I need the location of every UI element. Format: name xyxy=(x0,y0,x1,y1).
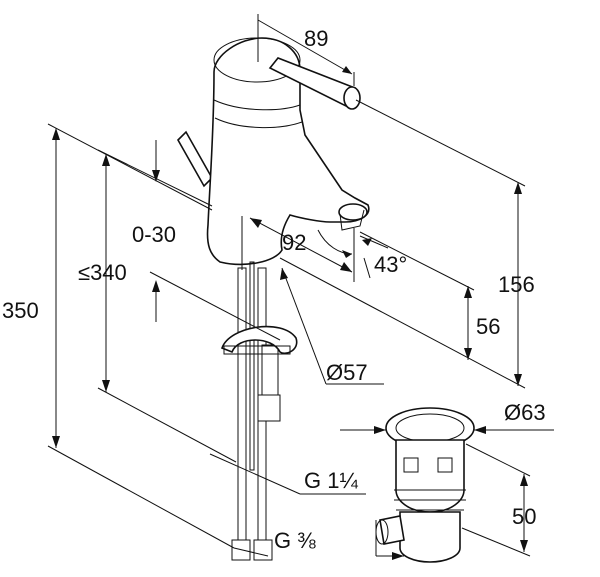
arrow-030-down xyxy=(152,170,160,182)
dim-340-ext-bottom xyxy=(97,387,237,463)
arrow-50-top xyxy=(520,474,528,486)
connector-right xyxy=(253,539,273,561)
nut-block xyxy=(257,394,281,422)
arrow-g114-drain xyxy=(392,552,404,560)
spout-tip xyxy=(338,203,368,221)
arrow-43-a xyxy=(342,250,352,258)
arrow-030-up xyxy=(152,280,160,292)
drain-window-1 xyxy=(403,457,419,473)
arrow-56-bottom xyxy=(464,348,472,360)
arrow-43-b xyxy=(362,238,372,246)
label-340: ≤340 xyxy=(78,260,127,285)
arrow-57 xyxy=(280,268,288,280)
fixing-plate xyxy=(223,345,291,355)
drain-window-2 xyxy=(437,457,453,473)
label-43: 43° xyxy=(374,252,407,277)
body-band-2 xyxy=(214,117,303,129)
label-030: 0-30 xyxy=(132,222,176,247)
arrow-89-right xyxy=(342,66,352,74)
arrow-156-bottom xyxy=(514,374,522,386)
drain-tail xyxy=(399,511,461,563)
aerator xyxy=(339,209,365,231)
drain-waste xyxy=(375,407,475,563)
dim-92-line xyxy=(249,217,353,273)
dim-50-ext-top xyxy=(465,443,531,477)
label-63: Ø63 xyxy=(504,400,546,425)
top-cap xyxy=(213,37,301,83)
arrow-92-left xyxy=(250,218,262,228)
arrow-92-right xyxy=(340,262,352,272)
dim-57-leader xyxy=(281,267,327,385)
hose-left xyxy=(237,267,247,541)
label-g38: G ⅜ xyxy=(274,528,316,553)
dim-350-ext-top xyxy=(47,123,213,211)
arrow-350-top xyxy=(52,128,60,140)
g38-leader xyxy=(233,547,269,557)
dim-50-ext-bottom xyxy=(461,527,531,557)
dim-350-ext-bottom xyxy=(47,445,235,549)
label-89: 89 xyxy=(304,26,328,51)
arrow-156-top xyxy=(514,182,522,194)
faucet xyxy=(177,37,370,266)
body-band-1 xyxy=(213,99,301,111)
dim-43-leg2 xyxy=(363,257,371,279)
valve-block xyxy=(261,344,279,396)
faucet-body xyxy=(206,37,370,266)
arrow-340-top xyxy=(102,154,110,166)
drain-body xyxy=(395,439,465,513)
dim-56-ext xyxy=(359,231,475,291)
dim-89-line xyxy=(257,19,353,75)
arrow-340-bottom xyxy=(102,380,110,392)
label-57: Ø57 xyxy=(326,360,368,385)
base-line xyxy=(279,257,526,389)
hoses xyxy=(220,261,298,561)
label-156: 156 xyxy=(498,272,535,297)
arrow-63-right xyxy=(474,426,486,434)
arrow-63-left xyxy=(374,426,386,434)
dim-030-ext xyxy=(149,271,281,341)
label-56: 56 xyxy=(476,314,500,339)
dimension-labels: 89 156 56 350 ≤340 0-30 92 43° Ø57 Ø63 5… xyxy=(2,26,546,553)
shank xyxy=(249,261,255,471)
lever-stub xyxy=(177,130,213,188)
dim-156-ext-top xyxy=(355,99,526,187)
lever-tip xyxy=(343,86,361,110)
arrow-350-bottom xyxy=(52,436,60,448)
arrow-56-top xyxy=(464,286,472,298)
drain-thread xyxy=(394,489,466,511)
dim-43-leg xyxy=(359,235,389,249)
label-350: 350 xyxy=(2,298,39,323)
fixing-bracket xyxy=(220,325,298,354)
label-g114: G 1¼ xyxy=(304,468,358,493)
arrowheads xyxy=(52,66,528,560)
arrow-50-bottom xyxy=(520,540,528,552)
dim-43-arc xyxy=(317,229,353,255)
g114-leader xyxy=(209,453,301,495)
dimension-lines xyxy=(47,14,554,557)
label-50: 50 xyxy=(512,504,536,529)
label-92: 92 xyxy=(282,230,306,255)
